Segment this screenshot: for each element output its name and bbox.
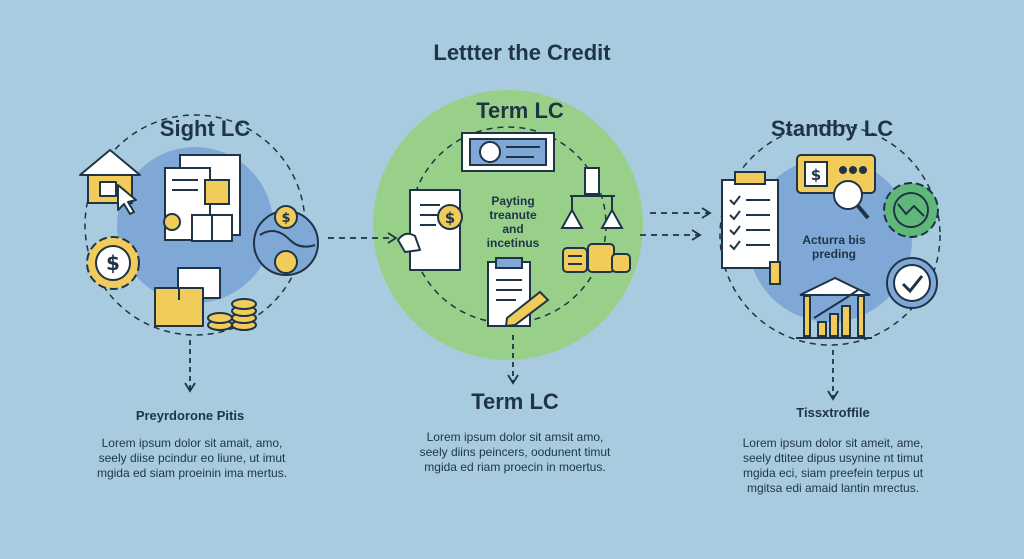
term-lc-circle bbox=[373, 90, 643, 360]
standby-lc-inner-label: Acturra bis preding bbox=[802, 233, 866, 261]
term-lc-heading: Term LC bbox=[476, 98, 564, 123]
sight-lc-heading: Sight LC bbox=[159, 116, 251, 141]
standby-lc-heading: Standby LC bbox=[770, 116, 894, 141]
gear-dollar-icon: $ bbox=[86, 236, 140, 290]
coin-stack-icon bbox=[207, 298, 257, 331]
house-cursor-icon bbox=[79, 149, 141, 215]
standby-lc-description: Lorem ipsum dolor sit ameit, ame, seely … bbox=[742, 436, 924, 495]
gear-chart-icon bbox=[883, 182, 939, 238]
banknote-icon bbox=[461, 132, 555, 172]
arrow-term-to-standby bbox=[640, 207, 712, 241]
arrow-term-down bbox=[507, 335, 519, 385]
cheque-magnifier-icon: $ bbox=[796, 154, 876, 220]
clock-check-icon bbox=[886, 257, 938, 309]
receipt-coin-icon: $ bbox=[397, 189, 463, 271]
svg-text:$: $ bbox=[106, 251, 120, 275]
svg-text:$: $ bbox=[445, 209, 455, 227]
scale-icon bbox=[560, 167, 624, 229]
term-lc-description: Lorem ipsum dolor sit amsit amo, seely d… bbox=[419, 430, 611, 474]
standby-lc-circle bbox=[748, 158, 912, 322]
arrow-standby-down bbox=[827, 350, 839, 401]
arrow-sight-to-term bbox=[328, 232, 398, 244]
coin-stack-icon bbox=[562, 243, 631, 273]
term-lc-inner-label: Payting treanute and incetinus bbox=[486, 194, 540, 250]
checklist-icon bbox=[721, 171, 781, 285]
term-lc-bottom-heading: Term LC bbox=[471, 389, 559, 414]
sight-lc-subheading: Preyrdorone Pitis bbox=[135, 408, 245, 423]
boxes-icon bbox=[154, 267, 221, 327]
standby-lc-orbit bbox=[719, 124, 941, 346]
clipboard-pen-icon bbox=[487, 257, 550, 328]
sight-lc-description: Lorem ipsum dolor sit amait, amo, seely … bbox=[96, 436, 288, 480]
diagram-title: Lettter the Credit bbox=[433, 40, 611, 65]
svg-text:$: $ bbox=[811, 166, 821, 184]
bank-chart-icon bbox=[796, 276, 872, 339]
standby-lc-subheading: Tissxtroffile bbox=[796, 405, 870, 420]
document-form-icon bbox=[163, 154, 241, 242]
svg-text:$: $ bbox=[281, 211, 290, 226]
globe-coin-icon: $ bbox=[253, 205, 319, 276]
arrow-sight-down bbox=[184, 340, 196, 393]
